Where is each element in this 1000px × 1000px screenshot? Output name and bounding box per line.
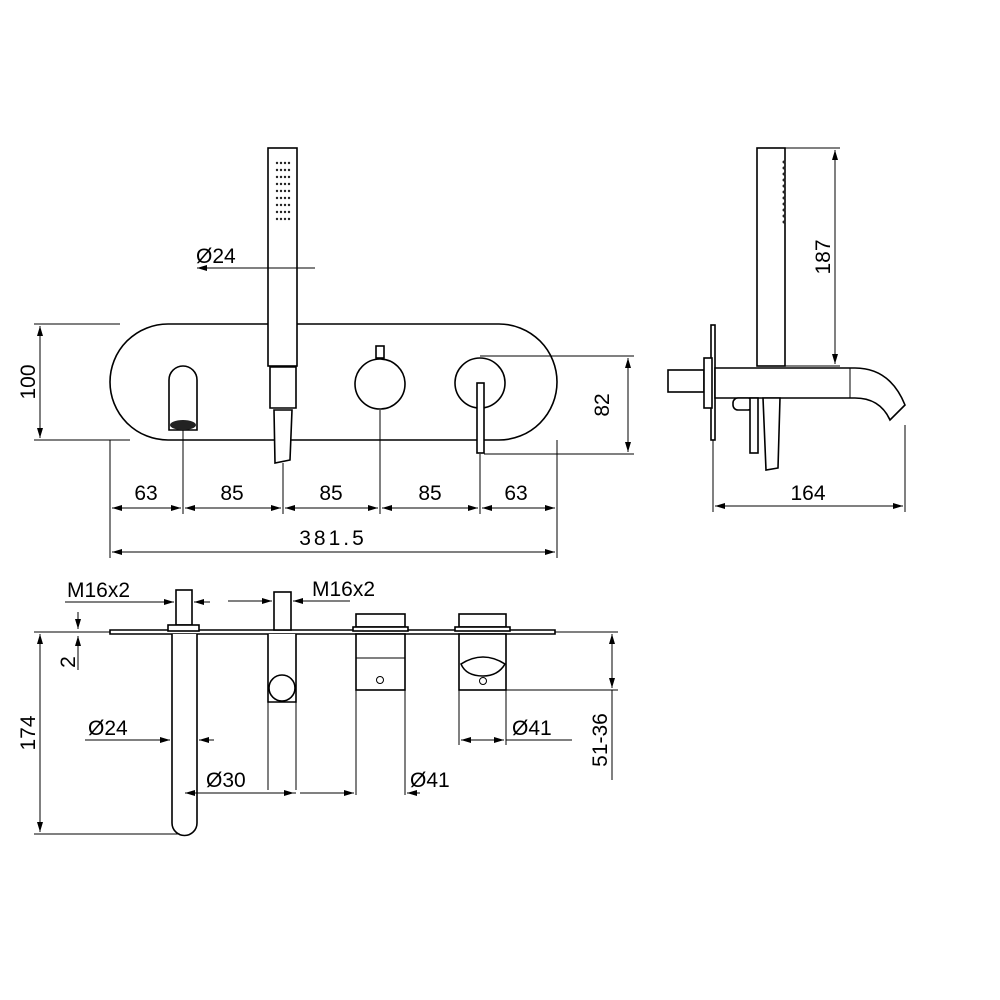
side-view: 187 164 <box>667 147 906 512</box>
dim-lever-diameter: Ø41 <box>512 717 552 740</box>
dim-spacing-4: 85 <box>418 482 441 505</box>
dim-plate-thickness: 2 <box>57 656 80 668</box>
dim-spacing-3: 85 <box>319 482 342 505</box>
dim-shower-diameter: Ø24 <box>196 245 236 268</box>
dim-spacing-5: 63 <box>504 482 527 505</box>
top-view: M16x2 M16x2 2 174 Ø24 Ø30 Ø41 Ø41 51-36 <box>17 578 618 837</box>
dim-lever-height: 82 <box>591 393 614 416</box>
spout-outlet <box>168 365 198 431</box>
front-view: Ø24 100 82 63 85 85 85 63 381.5 <box>17 147 634 558</box>
dim-total-width: 381.5 <box>299 527 367 550</box>
dim-adjust-range: 51-36 <box>589 713 612 767</box>
dim-height: 100 <box>17 364 40 399</box>
dim-spacing-2: 85 <box>220 482 243 505</box>
side-hand-shower <box>756 147 786 367</box>
dim-thread-right: M16x2 <box>312 578 375 601</box>
dim-holder-diameter: Ø30 <box>206 769 246 792</box>
side-spout <box>714 367 906 422</box>
dim-thread-left: M16x2 <box>67 579 130 602</box>
dim-projection: 164 <box>790 482 825 505</box>
dim-shower-length: 187 <box>812 239 835 274</box>
dim-spout-diameter: Ø24 <box>88 717 128 740</box>
dim-spacing-1: 63 <box>134 482 157 505</box>
mixer-lever <box>454 357 506 454</box>
top-knob <box>355 633 406 691</box>
wall-plate <box>109 323 558 441</box>
dim-knob-diameter: Ø41 <box>410 769 450 792</box>
dim-depth: 174 <box>17 715 40 750</box>
hand-shower <box>267 147 298 464</box>
diverter-knob <box>354 345 406 410</box>
top-spout <box>171 634 198 837</box>
